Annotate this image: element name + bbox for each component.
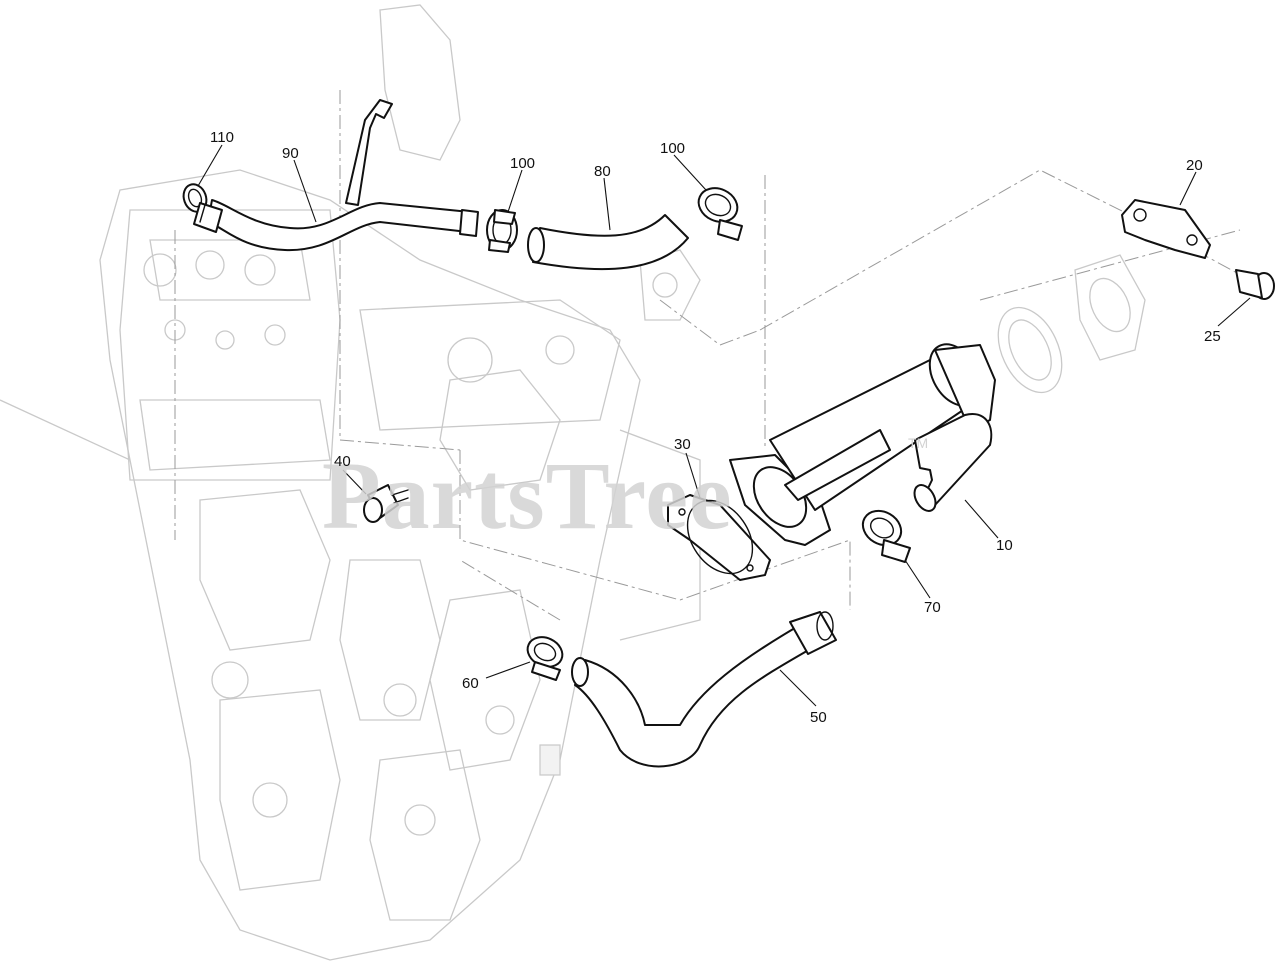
callout-110: 110 <box>210 129 234 146</box>
engine-block-ghost <box>0 4 701 961</box>
callout-90: 90 <box>282 145 299 162</box>
callout-10: 10 <box>996 537 1013 554</box>
callout-70: 70 <box>924 599 941 616</box>
callout-60: 60 <box>462 675 479 692</box>
part-25-bolt <box>1235 269 1275 300</box>
partstree-watermark: PartsTree TM <box>322 435 928 549</box>
svg-text:TM: TM <box>908 435 928 451</box>
part-90-upper-pipe <box>193 99 479 252</box>
part-100-hose-clamp-right <box>697 187 743 241</box>
callout-40: 40 <box>334 453 351 470</box>
part-10-cooler <box>729 343 996 546</box>
part-30-gasket <box>667 494 771 581</box>
part-50-lower-pipe <box>571 611 837 768</box>
part-100-hose-clamp-left <box>486 209 518 253</box>
callout-100-right: 100 <box>660 140 685 157</box>
svg-text:PartsTree: PartsTree <box>322 442 733 549</box>
callout-30: 30 <box>674 436 691 453</box>
part-80-hose <box>527 214 689 271</box>
part-20-bracket <box>1121 199 1211 259</box>
part-60-clamp <box>526 636 564 681</box>
callout-50: 50 <box>810 709 827 726</box>
leader-lines <box>197 144 1251 707</box>
callout-labels: 110 90 100 80 100 20 25 30 40 10 70 60 5… <box>210 129 1221 726</box>
part-70-clamp <box>861 509 911 563</box>
callout-20: 20 <box>1186 157 1203 174</box>
callout-25: 25 <box>1204 328 1221 345</box>
part-40-bolt <box>363 484 409 523</box>
exhaust-gasket-flange <box>997 254 1146 394</box>
callout-80: 80 <box>594 163 611 180</box>
callout-100-left: 100 <box>510 155 535 172</box>
